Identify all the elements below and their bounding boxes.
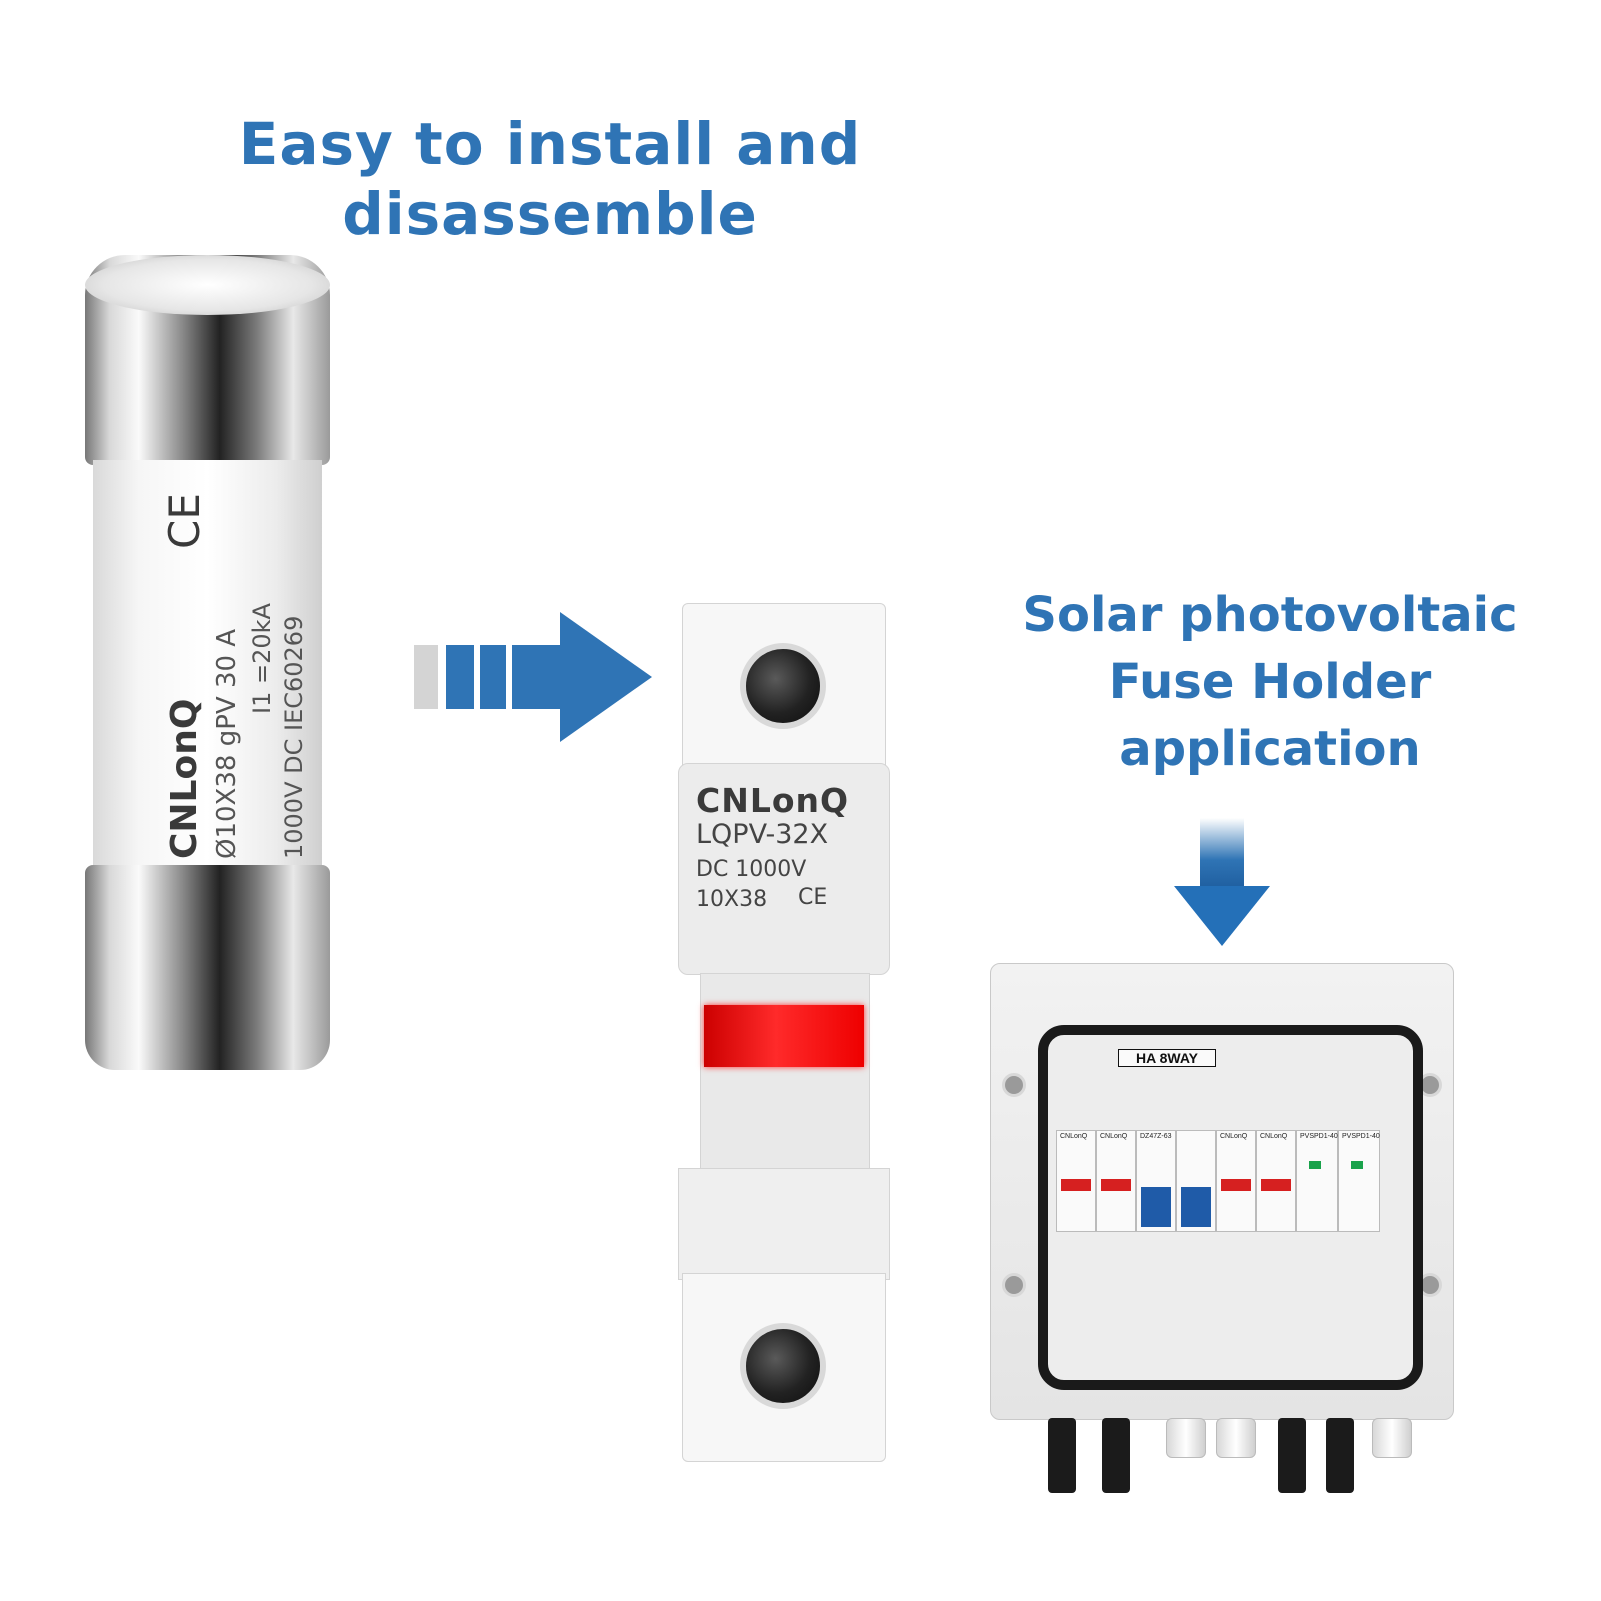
mc4-connector-icon [1048, 1418, 1076, 1493]
fuse-breaking-capacity: I1 =20kA [248, 603, 276, 714]
cable-gland-icon [1216, 1418, 1256, 1458]
module-status-window [1309, 1161, 1321, 1169]
module-breaker [1176, 1130, 1216, 1232]
module-surge-protector: PVSPD1-40 [1296, 1130, 1338, 1232]
module-label: PVSPD1-40 [1300, 1133, 1338, 1140]
mc4-connector-icon [1326, 1418, 1354, 1493]
fuse-standard: 1000V DC IEC60269 [280, 615, 308, 859]
holder-label-panel [678, 763, 890, 975]
heading-application: Solar photovoltaic Fuse Holder applicati… [1000, 582, 1540, 784]
mc4-connector-icon [1278, 1418, 1306, 1493]
heading-application-line2: Fuse Holder [1108, 654, 1432, 711]
fuse-cap-bottom [85, 865, 330, 1070]
module-breaker: DZ47Z-63 [1136, 1130, 1176, 1232]
holder-fuse-carrier [700, 973, 870, 1175]
holder-brand: CNLonQ [696, 781, 850, 820]
combiner-box-window: HA 8WAY CNLonQ CNLonQ DZ47Z-63 CNLonQ CN… [1038, 1025, 1423, 1390]
module-breaker-handle [1181, 1187, 1211, 1227]
bolt-icon [1002, 1073, 1026, 1097]
holder-ce-mark: CE [798, 885, 828, 910]
holder-size: 10X38 [696, 887, 768, 912]
cable-gland-icon [1166, 1418, 1206, 1458]
module-label: PVSPD1-40 [1342, 1133, 1380, 1140]
module-fuse-holder: CNLonQ [1096, 1130, 1136, 1232]
right-arrow-icon [414, 612, 652, 742]
module-label: CNLonQ [1260, 1133, 1288, 1140]
heading-easy-install: Easy to install and disassemble [238, 110, 862, 248]
module-surge-protector: PVSPD1-40 [1338, 1130, 1380, 1232]
module-status-window [1351, 1161, 1363, 1169]
module-fuse-holder: CNLonQ [1216, 1130, 1256, 1232]
heading-application-line3: application [1119, 721, 1421, 778]
fuse-markings: CNLonQ CE Ø10X38 gPV 30 A I1 =20kA 1000V… [160, 459, 308, 869]
fuse-cap-top [85, 255, 330, 465]
holder-hinge [678, 1168, 890, 1280]
mc4-connector-icon [1102, 1418, 1130, 1493]
fuse-ce-mark: CE [160, 493, 209, 549]
module-fuse-holder: CNLonQ [1056, 1130, 1096, 1232]
fuse-cartridge: CNLonQ CE Ø10X38 gPV 30 A I1 =20kA 1000V… [85, 255, 330, 1070]
terminal-screw-icon [740, 1323, 826, 1409]
heading-application-line1: Solar photovoltaic [1022, 587, 1518, 643]
fuse-holder: CNLonQ LQPV-32X DC 1000V 10X38 CE [678, 603, 890, 1462]
cable-gland-icon [1372, 1418, 1412, 1458]
holder-voltage: DC 1000V [696, 857, 807, 882]
module-breaker-handle [1141, 1187, 1171, 1227]
pv-combiner-box: HA 8WAY CNLonQ CNLonQ DZ47Z-63 CNLonQ CN… [990, 963, 1454, 1493]
din-rail-modules: CNLonQ CNLonQ DZ47Z-63 CNLonQ CNLonQ PVS… [1048, 1130, 1393, 1240]
fuse-brand: CNLonQ [164, 698, 205, 859]
fuse-rating: Ø10X38 gPV 30 A [212, 628, 242, 859]
holder-indicator-light [704, 1005, 864, 1067]
terminal-screw-icon [740, 643, 826, 729]
bolt-icon [1002, 1273, 1026, 1297]
module-indicator [1061, 1179, 1091, 1191]
module-indicator [1101, 1179, 1131, 1191]
module-label: DZ47Z-63 [1140, 1133, 1172, 1140]
holder-model: LQPV-32X [696, 819, 829, 850]
module-fuse-holder: CNLonQ [1256, 1130, 1296, 1232]
fuse-body: CNLonQ CE Ø10X38 gPV 30 A I1 =20kA 1000V… [93, 460, 322, 870]
module-label: CNLonQ [1220, 1133, 1248, 1140]
down-arrow-icon [1174, 818, 1270, 946]
module-label: CNLonQ [1060, 1133, 1088, 1140]
module-label: CNLonQ [1100, 1133, 1128, 1140]
module-indicator [1261, 1179, 1291, 1191]
module-indicator [1221, 1179, 1251, 1191]
combiner-box-tag: HA 8WAY [1118, 1049, 1216, 1067]
